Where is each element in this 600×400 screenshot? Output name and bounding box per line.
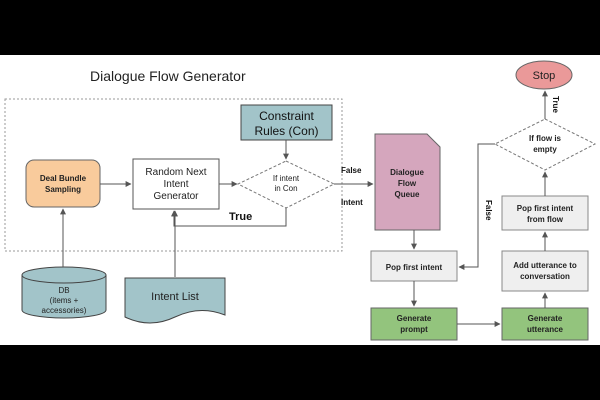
generate-utterance-label-1: Generate: [528, 314, 563, 323]
false-vertical-label: False: [484, 200, 493, 221]
pop-first-intent-from-flow-box: [501, 195, 589, 231]
add-utterance-box: [501, 250, 589, 292]
pop-first-intent-label: Pop first intent: [386, 263, 443, 272]
edge-false-loop: [458, 143, 495, 270]
constraint-rules-label-1: Constraint: [259, 109, 314, 123]
pop-first-intent-box: [370, 250, 458, 282]
random-intent-label-3: Generator: [153, 191, 199, 202]
random-intent-generator-box: [132, 158, 220, 210]
if-flow-label-2: empty: [533, 145, 557, 154]
diagram-title: Dialogue Flow Generator: [90, 68, 246, 84]
true-vertical-label: True: [551, 96, 560, 113]
intent-label: Intent: [341, 198, 363, 207]
flow-diagram: Dialogue Flow Generator Constraint Rules…: [4, 60, 597, 341]
false-label: False: [341, 166, 362, 175]
deal-bundle-label-1: Deal Bundle: [40, 174, 87, 183]
deal-bundle-label-2: Sampling: [45, 185, 81, 194]
db-label-1: DB: [58, 286, 69, 295]
queue-label-1: Dialogue: [390, 168, 424, 177]
add-utterance-label-1: Add utterance to: [513, 261, 577, 270]
if-flow-empty-decision: [493, 118, 597, 171]
constraint-rules-label-2: Rules (Con): [254, 124, 318, 138]
stop-terminal: [515, 60, 573, 90]
intent-list-shape: [124, 277, 226, 324]
generate-prompt-label-1: Generate: [397, 314, 432, 323]
dialogue-flow-queue-shape: [374, 133, 441, 231]
if-flow-label-1: If flow is: [529, 134, 562, 143]
generate-utterance-label-2: utterance: [527, 325, 564, 334]
pop-flow-label-2: from flow: [527, 215, 564, 224]
intent-list-label: Intent List: [151, 291, 199, 303]
generator-group-boundary: [4, 98, 343, 252]
if-intent-label-1: If intent: [273, 174, 300, 183]
db-label-2: (items +: [50, 296, 79, 305]
random-intent-label-2: Intent: [163, 179, 188, 190]
add-utterance-label-2: conversation: [520, 272, 570, 281]
edge-true-loop: [171, 208, 287, 227]
pop-flow-label-1: Pop first intent: [517, 204, 574, 213]
stop-label: Stop: [533, 70, 556, 82]
true-loop-label: True: [229, 211, 252, 223]
random-intent-label-1: Random Next: [145, 167, 206, 178]
deal-bundle-sampling-box: [25, 159, 101, 208]
generate-prompt-label-2: prompt: [400, 325, 428, 334]
diagram-panel: Dialogue Flow Generator Constraint Rules…: [0, 55, 600, 345]
queue-label-2: Flow: [398, 179, 417, 188]
db-cylinder: [21, 266, 107, 319]
queue-label-3: Queue: [395, 190, 420, 199]
generate-utterance-box: [501, 307, 589, 341]
generate-prompt-box: [370, 307, 458, 341]
db-label-3: accessories): [42, 306, 87, 315]
if-intent-label-2: in Con: [274, 184, 297, 193]
